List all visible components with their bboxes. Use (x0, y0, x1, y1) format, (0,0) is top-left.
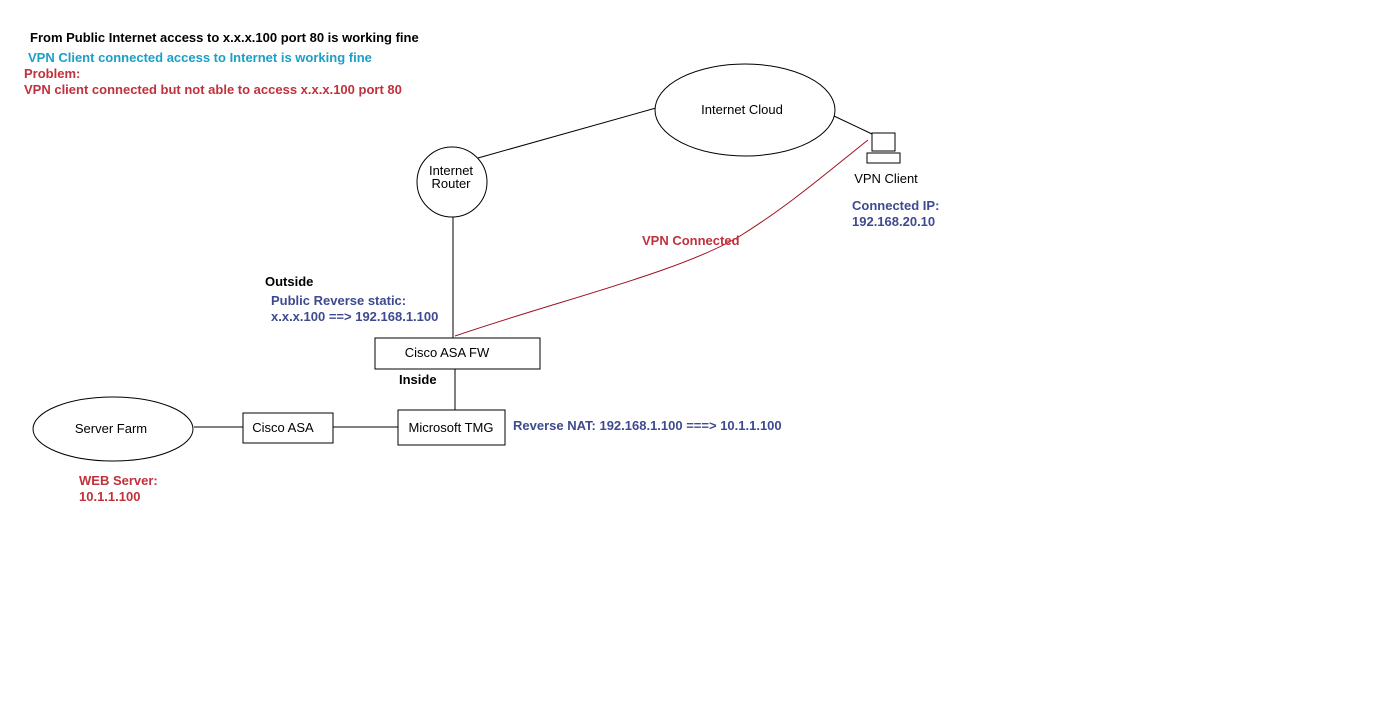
link-cloud-vpnclient (833, 115, 873, 135)
outside-label: Outside (265, 274, 313, 289)
public-reverse-label: Public Reverse static: (271, 293, 406, 308)
microsoft-tmg-box (397, 409, 506, 446)
cisco-asa-label: Cisco ASA (252, 420, 314, 435)
internet-router-shape (416, 146, 488, 218)
internet-cloud-shape (654, 63, 836, 157)
router-label-line2: Router (431, 176, 471, 191)
inside-label: Inside (399, 372, 437, 387)
public-reverse-value: x.x.x.100 ==> 192.168.1.100 (271, 309, 438, 324)
problem-text: VPN client connected but not able to acc… (24, 82, 402, 97)
note-public-access: From Public Internet access to x.x.x.100… (30, 30, 419, 45)
connected-ip-label: Connected IP: (852, 198, 939, 213)
web-server-label: WEB Server: (79, 473, 158, 488)
note-vpn-internet: VPN Client connected access to Internet … (28, 50, 372, 65)
vpn-connected-label: VPN Connected (642, 233, 740, 248)
reverse-nat-label: Reverse NAT: 192.168.1.100 ===> 10.1.1.1… (513, 418, 782, 433)
microsoft-tmg-label: Microsoft TMG (409, 420, 494, 435)
router-label-line1: Internet (429, 163, 473, 178)
internet-cloud-label: Internet Cloud (701, 102, 783, 117)
cisco-asa-fw-label: Cisco ASA FW (405, 345, 490, 360)
vpn-tunnel-line (454, 139, 869, 337)
connected-ip-value: 192.168.20.10 (852, 214, 935, 229)
problem-label: Problem: (24, 66, 80, 81)
link-router-cloud (477, 107, 657, 159)
server-farm-shape (32, 396, 194, 462)
cisco-asa-box (242, 412, 334, 444)
vpn-client-label: VPN Client (854, 171, 918, 186)
web-server-value: 10.1.1.100 (79, 489, 140, 504)
computer-icon (866, 132, 901, 164)
cisco-asa-fw-box (374, 337, 541, 370)
server-farm-label: Server Farm (75, 421, 147, 436)
